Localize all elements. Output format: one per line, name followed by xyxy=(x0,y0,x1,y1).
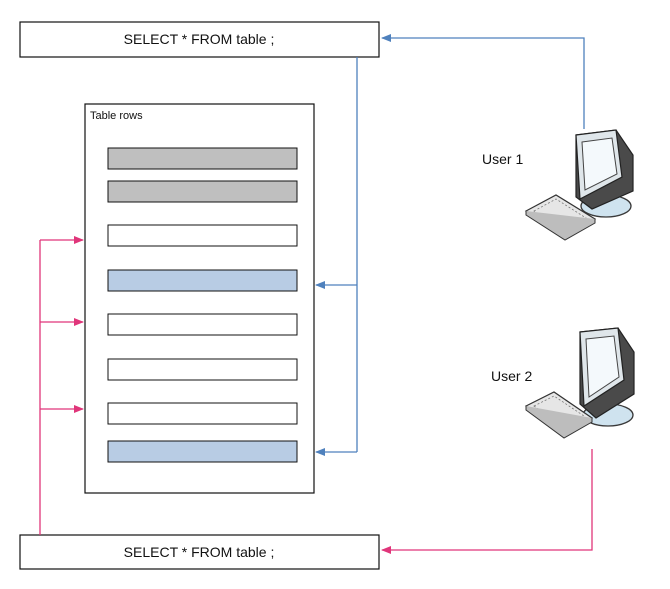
table-row xyxy=(107,147,298,170)
user2-to-query-arrow xyxy=(381,449,593,554)
table-row xyxy=(107,358,298,381)
computer-icon xyxy=(524,327,635,439)
table-container: Table rows xyxy=(84,103,315,494)
user2-connectors xyxy=(39,236,593,554)
user-1-label: User 1 xyxy=(482,151,523,167)
query-bottom-text: SELECT * FROM table ; xyxy=(124,544,275,560)
user1-connectors xyxy=(315,34,585,456)
table-row xyxy=(107,402,298,425)
table-row xyxy=(107,269,298,292)
computer-icon xyxy=(524,129,634,241)
user-2-label: User 2 xyxy=(491,368,532,384)
table-row xyxy=(107,224,298,247)
table-row xyxy=(107,313,298,336)
query-top-text: SELECT * FROM table ; xyxy=(124,31,275,47)
table-row xyxy=(107,440,298,463)
table-row xyxy=(107,180,298,203)
table-title: Table rows xyxy=(90,110,143,122)
user-1: User 1 xyxy=(482,129,634,241)
query-box-top: SELECT * FROM table ; xyxy=(19,21,380,58)
user-2: User 2 xyxy=(491,327,635,439)
query-box-bottom: SELECT * FROM table ; xyxy=(19,534,380,570)
user1-to-query-arrow xyxy=(381,34,585,129)
